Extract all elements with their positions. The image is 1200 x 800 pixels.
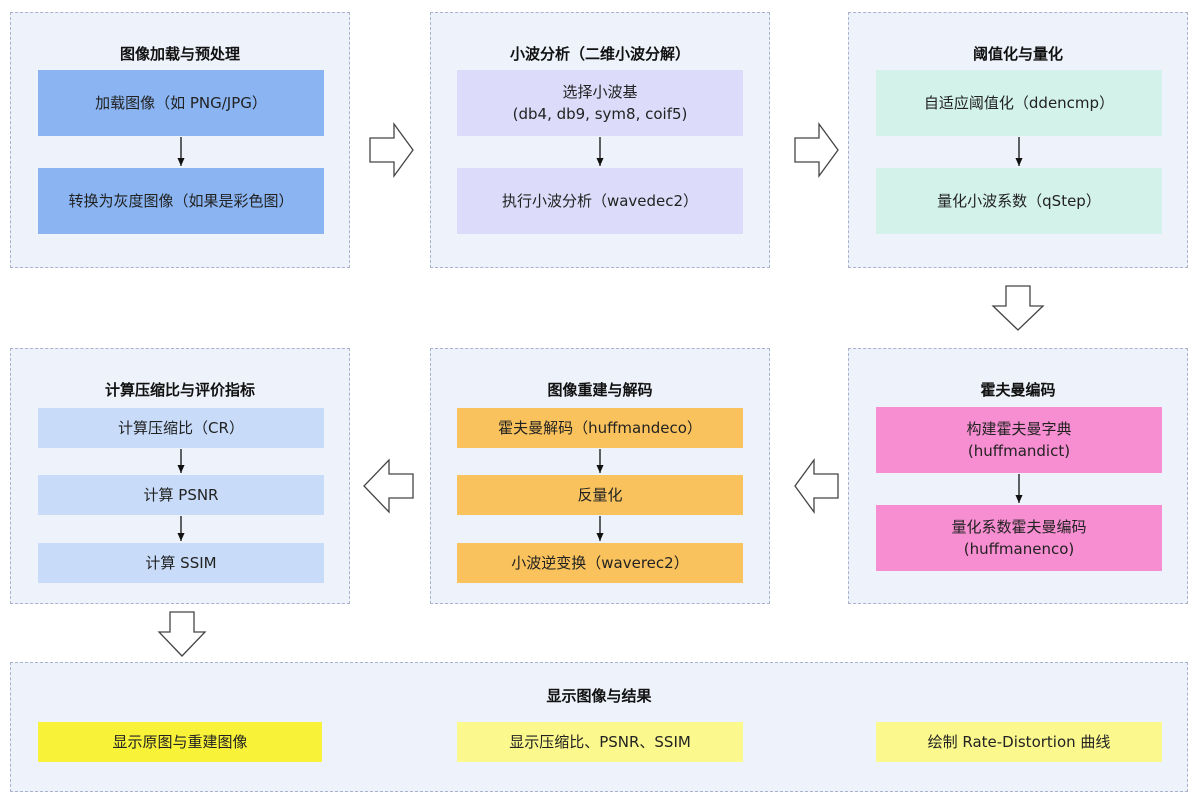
- big-arrow-wavelet-to-threshold: [794, 122, 839, 178]
- big-arrow-threshold-to-huffman: [991, 285, 1045, 331]
- group-huffman-title: 霍夫曼编码: [980, 381, 1056, 399]
- big-arrow-load-to-wavelet: [369, 122, 414, 178]
- big-arrow-metrics-to-display: [157, 611, 207, 657]
- group-load-title: 图像加载与预处理: [119, 45, 240, 63]
- node-compute-ssim: 计算 SSIM: [38, 543, 324, 583]
- node-waverec2: 小波逆变换（waverec2）: [457, 543, 743, 583]
- node-load-image: 加载图像（如 PNG/JPG）: [38, 70, 324, 136]
- node-huffmanenco: 量化系数霍夫曼编码 (huffmanenco): [876, 505, 1162, 571]
- node-dequantize: 反量化: [457, 475, 743, 515]
- group-reconstruct-title: 图像重建与解码: [547, 381, 653, 399]
- big-arrow-reconstruct-to-metrics: [363, 458, 414, 514]
- node-show-images: 显示原图与重建图像: [38, 722, 322, 762]
- node-huffmandeco: 霍夫曼解码（huffmandeco）: [457, 408, 743, 448]
- big-arrow-huffman-to-reconstruct: [794, 458, 839, 514]
- node-compute-psnr: 计算 PSNR: [38, 475, 324, 515]
- node-select-wavelet: 选择小波基 (db4, db9, sym8, coif5): [457, 70, 743, 136]
- node-plot-rd-curve: 绘制 Rate-Distortion 曲线: [876, 722, 1162, 762]
- node-show-metrics: 显示压缩比、PSNR、SSIM: [457, 722, 743, 762]
- group-wavelet-title: 小波分析（二维小波分解）: [509, 45, 690, 63]
- group-threshold-title: 阈值化与量化: [972, 45, 1063, 63]
- group-metrics-title: 计算压缩比与评价指标: [104, 381, 255, 399]
- group-display-title: 显示图像与结果: [546, 687, 652, 705]
- node-adaptive-threshold: 自适应阈值化（ddencmp）: [876, 70, 1162, 136]
- node-wavedec2: 执行小波分析（wavedec2）: [457, 168, 743, 234]
- node-compute-cr: 计算压缩比（CR）: [38, 408, 324, 448]
- node-huffmandict: 构建霍夫曼字典 (huffmandict): [876, 407, 1162, 473]
- node-convert-grayscale: 转换为灰度图像（如果是彩色图）: [38, 168, 324, 234]
- node-quantize: 量化小波系数（qStep）: [876, 168, 1162, 234]
